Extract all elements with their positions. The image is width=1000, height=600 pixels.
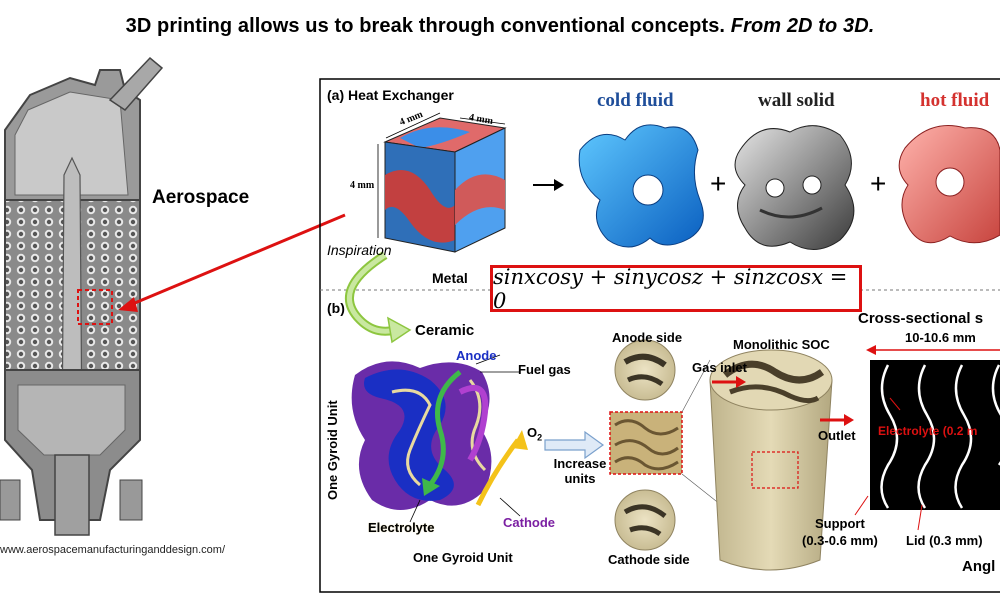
anode-side-disk — [614, 339, 676, 401]
one-gyroid-unit-bottom: One Gyroid Unit — [413, 550, 513, 565]
headline: 3D printing allows us to break through c… — [0, 15, 1000, 38]
panel-b-title: (b) — [327, 300, 345, 316]
headline-main: 3D printing allows us to break through c… — [125, 15, 726, 37]
support-range-label: (0.3-0.6 mm) — [802, 533, 878, 548]
ceramic-label: Ceramic — [415, 322, 475, 339]
aerospace-label: Aerospace — [152, 187, 250, 208]
fuel-gas-label: Fuel gas — [518, 362, 571, 377]
electrolyte-label: Electrolyte — [368, 520, 435, 535]
wall-solid-shape — [734, 125, 855, 250]
source-url: www.aerospacemanufacturinganddesign.com/ — [0, 544, 226, 556]
cathode-label: Cathode — [503, 515, 555, 530]
metal-label: Metal — [432, 270, 468, 286]
width-dimension: 10-10.6 mm — [905, 330, 976, 345]
detail-arrow — [129, 213, 346, 307]
monolithic-soc-label: Monolithic SOC — [733, 337, 830, 352]
gyroid-equation: sinxcosy + sinycosz + sinzcosx = 0 — [490, 265, 862, 313]
plus-sign-1: + — [710, 168, 727, 199]
inspiration-label: Inspiration — [327, 242, 392, 258]
panel-a-title: (a) Heat Exchanger — [327, 87, 454, 103]
cathode-side-label: Cathode side — [608, 552, 690, 567]
angle-label: Angl — [962, 558, 996, 575]
monolithic-soc — [709, 349, 833, 571]
gyroid-lattice-sample — [609, 411, 683, 475]
increase-units-arrow — [544, 430, 605, 460]
increase-units-label: Increase units — [553, 456, 607, 486]
support-label: Support — [815, 516, 865, 531]
aerospace-component — [0, 56, 164, 536]
cold-fluid-shape — [578, 124, 704, 248]
cross-section-view — [870, 360, 1000, 510]
wall-solid-label: wall solid — [758, 90, 835, 111]
plus-sign-2: + — [870, 168, 887, 199]
cube-dim-side: 4 mm — [350, 180, 375, 191]
gyroid-cube — [383, 117, 507, 253]
lid-label: Lid (0.3 mm) — [906, 533, 983, 548]
gyroid-unit — [351, 361, 492, 510]
o2-label: O2 — [527, 425, 543, 443]
detail-marker — [77, 289, 113, 325]
hot-fluid-shape — [898, 125, 1000, 244]
anode-label: Anode — [456, 348, 497, 363]
cross-sectional-title: Cross-sectional s — [858, 310, 984, 327]
headline-emphasis: From 2D to 3D. — [730, 15, 875, 37]
anode-side-label: Anode side — [612, 330, 683, 345]
hot-fluid-label: hot fluid — [920, 90, 990, 111]
figure-frame — [319, 78, 1000, 593]
outlet-label: Outlet — [818, 428, 856, 443]
cold-fluid-label: cold fluid — [597, 90, 674, 111]
electrolyte-thickness-label: Electrolyte (0.2 m — [878, 424, 978, 438]
one-gyroid-unit-vertical: One Gyroid Unit — [325, 400, 340, 500]
gas-inlet-label: Gas inlet — [692, 360, 747, 375]
cathode-side-disk — [614, 489, 676, 551]
